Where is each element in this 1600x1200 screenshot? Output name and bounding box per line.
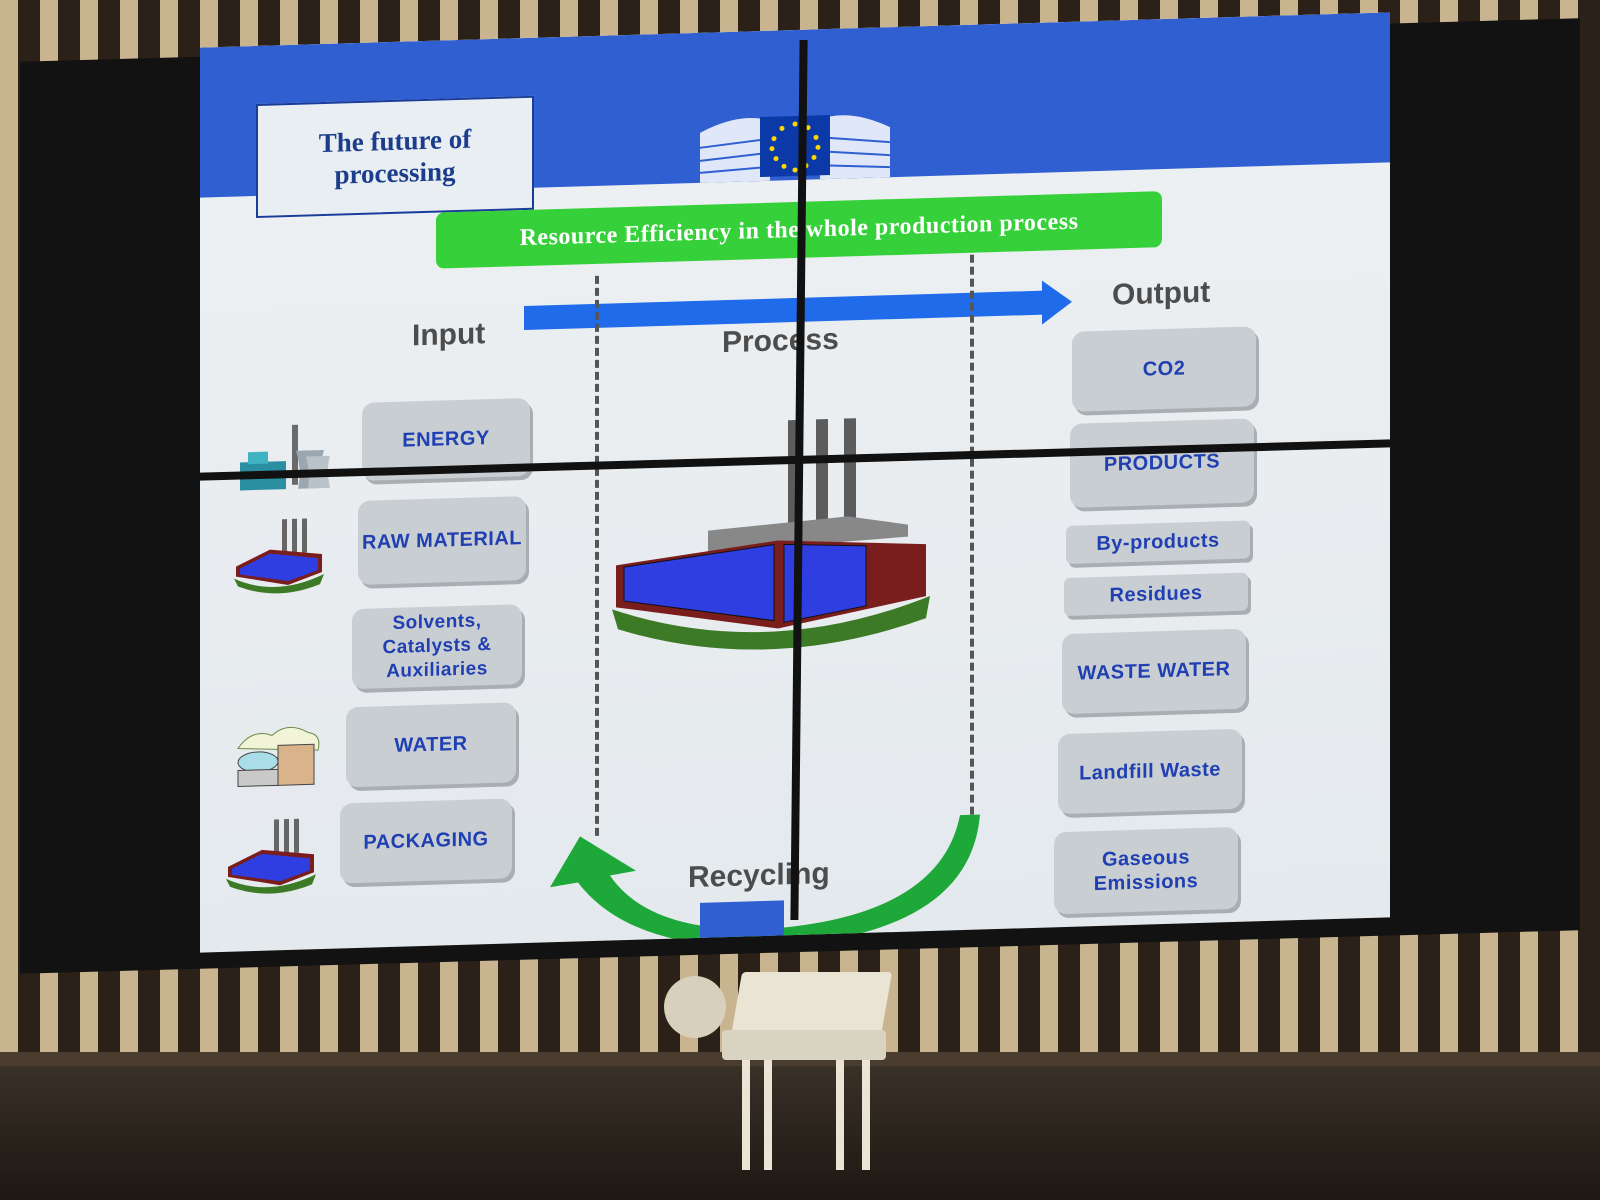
output-residues: Residues	[1064, 572, 1248, 617]
factory-icon	[226, 818, 316, 894]
output-landfill-waste: Landfill Waste	[1058, 728, 1242, 815]
output-label: Output	[1112, 275, 1211, 312]
camera-icon	[664, 976, 726, 1038]
process-label: Process	[722, 322, 839, 360]
recycling-arrow-icon	[550, 814, 980, 947]
process-flow-arrow-head	[1042, 279, 1072, 325]
output-by-products: By-products	[1066, 520, 1250, 564]
input-label: Input	[412, 317, 486, 353]
water-plant-icon	[237, 727, 320, 788]
eu-building-icon	[700, 114, 890, 183]
floor	[0, 1062, 1600, 1200]
slide-title: The future of processing	[256, 95, 534, 218]
output-products: PRODUCTS	[1070, 418, 1254, 508]
input-packaging: PACKAGING	[340, 798, 512, 884]
device-leg	[742, 1060, 750, 1170]
dashed-divider-left	[595, 275, 599, 836]
input-raw-material: RAW MATERIAL	[358, 495, 526, 585]
device-leg	[764, 1060, 772, 1170]
factory-icon	[234, 518, 324, 594]
device-base	[722, 1030, 886, 1060]
output-gaseous-emissions: Gaseous Emissions	[1054, 826, 1238, 915]
power-plant-icon	[240, 424, 330, 491]
input-solvents: Solvents, Catalysts & Auxiliaries	[352, 604, 522, 690]
output-waste-water: WASTE WATER	[1062, 628, 1246, 715]
presentation-slide: The future of processing Resource Effici…	[200, 12, 1390, 953]
device-leg	[836, 1060, 844, 1170]
device-leg	[862, 1060, 870, 1170]
factory-icon	[612, 418, 930, 650]
output-co2: CO2	[1072, 326, 1256, 412]
recycling-label: Recycling	[688, 856, 830, 895]
dashed-divider-right	[970, 254, 974, 815]
input-water: WATER	[346, 702, 516, 788]
